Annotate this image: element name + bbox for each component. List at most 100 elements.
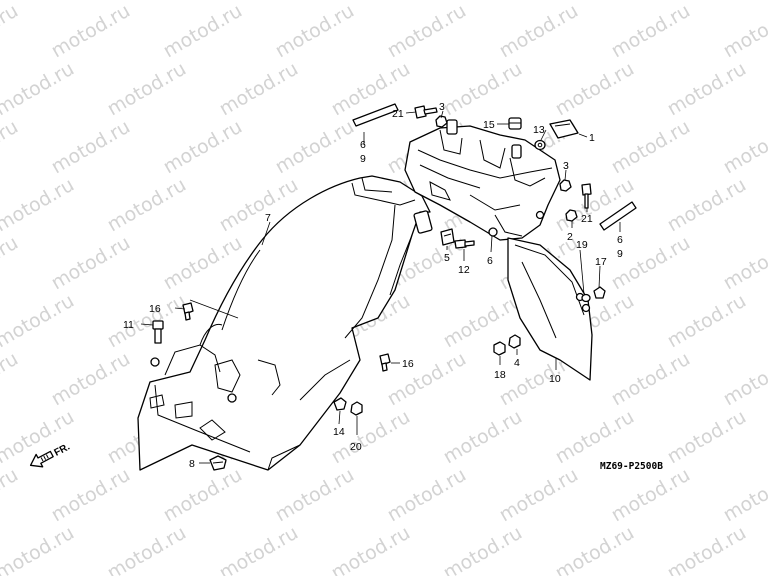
mud-flap-part-10 (507, 237, 593, 381)
callout-4: 4 (514, 357, 520, 369)
bolt-part-17 (593, 286, 606, 299)
watermark-text: motod.ru (664, 406, 750, 469)
collar-part-19 (581, 293, 591, 303)
watermark-text: motod.ru (272, 464, 358, 527)
watermark-text: motod.ru (104, 522, 190, 576)
direction-label: FR. (53, 441, 73, 458)
watermark-text: motod.ru (664, 174, 750, 237)
callout-3-right: 3 (563, 160, 569, 172)
watermark-text: motod.ru (720, 464, 768, 527)
watermark-text: motod.ru (720, 348, 768, 411)
nut-part-2 (565, 209, 578, 222)
bolt-part-21-top (414, 105, 438, 119)
callout-21-right: 21 (581, 213, 593, 225)
bolt-part-21-right (581, 183, 592, 209)
watermark-text: motod.ru (384, 0, 470, 62)
nut-part-20 (350, 401, 363, 416)
watermark-text: motod.ru (384, 348, 470, 411)
watermark-text: motod.ru (48, 0, 134, 62)
callout-13: 13 (533, 124, 545, 136)
nut-part-18 (493, 341, 506, 356)
callout-1: 1 (589, 132, 595, 144)
rear-fender-part-7 (137, 175, 433, 471)
watermark-text: motod.ru (48, 348, 134, 411)
watermark-text: motod.ru (0, 522, 78, 576)
watermark-text: motod.ru (0, 290, 78, 353)
watermark-text: motod.ru (104, 290, 190, 353)
callout-10: 10 (549, 373, 561, 385)
watermark-text: motod.ru (48, 116, 134, 179)
bolt-part-16-left (182, 302, 194, 321)
watermark-text: motod.ru (160, 0, 246, 62)
callout-19: 19 (576, 239, 588, 251)
watermark-text: motod.ru (608, 464, 694, 527)
bolt-part-16-right (379, 353, 391, 372)
grommet-part-13 (534, 139, 546, 151)
watermark-text: motod.ru (0, 174, 78, 237)
watermark-text: motod.ru (440, 522, 526, 576)
rear-frame-bracket-part-6 (404, 119, 561, 241)
watermark-text: motod.ru (440, 58, 526, 121)
watermark-text: motod.ru (720, 0, 768, 62)
callout-9-right: 9 (617, 248, 623, 260)
callout-17: 17 (595, 256, 607, 268)
watermark-text: motod.ru (664, 522, 750, 576)
watermark-text: motod.ru (552, 58, 638, 121)
callout-7: 7 (265, 212, 271, 224)
callout-labels: 7 16 11 16 8 6 9 21 3 15 13 1 3 21 2 6 9… (123, 101, 623, 470)
nut-part-4 (508, 334, 521, 349)
watermark-text: motod.ru (608, 116, 694, 179)
watermark-text: motod.ru (440, 406, 526, 469)
watermark-text: motod.ru (552, 522, 638, 576)
watermark-text: motod.ru (496, 464, 582, 527)
bolt-part-3-right (559, 179, 572, 192)
watermark-text: motod.ru (0, 116, 22, 179)
watermark-text: motod.ru (608, 0, 694, 62)
callout-20: 20 (350, 441, 362, 453)
callout-21-top: 21 (392, 108, 404, 120)
watermark-text: motod.ru (104, 58, 190, 121)
watermark-text: motod.ru (552, 406, 638, 469)
watermark-text: motod.ru (160, 116, 246, 179)
callout-9-left: 9 (360, 153, 366, 165)
bolt-part-12 (454, 239, 475, 249)
watermark-text: motod.ru (160, 464, 246, 527)
watermark-text: motod.ru (48, 464, 134, 527)
watermark-text: motod.ru (272, 116, 358, 179)
callout-3-top: 3 (439, 101, 445, 113)
watermark-text: motod.ru (216, 522, 302, 576)
watermark-text: motod.ru (48, 232, 134, 295)
bolt-part-14 (333, 397, 347, 411)
grommet-part-15 (508, 117, 522, 130)
watermark-text: motod.ru (608, 348, 694, 411)
watermark-text: motod.ru (0, 348, 22, 411)
watermark-text: motod.ru (0, 464, 22, 527)
callout-18: 18 (494, 369, 506, 381)
watermark-text: motod.ru (384, 464, 470, 527)
rod-part-9-right (599, 201, 637, 231)
watermark-text: motod.ru (328, 522, 414, 576)
watermark-text: motod.ru (272, 0, 358, 62)
callout-14: 14 (333, 426, 345, 438)
watermark-text: motod.ru (216, 58, 302, 121)
callout-15: 15 (483, 119, 495, 131)
watermark-text: motod.ru (720, 232, 768, 295)
watermark-text: motod.ru (664, 290, 750, 353)
watermark-text: motod.ru (664, 58, 750, 121)
bolt-part-3-top (435, 115, 448, 128)
callout-11: 11 (123, 319, 134, 331)
clip-part-5 (440, 228, 455, 246)
callout-16-left: 16 (149, 303, 161, 315)
figure-code: MZ69-P2500B (600, 461, 663, 472)
callout-6-right: 6 (617, 234, 623, 246)
rod-part-9-left (352, 103, 399, 127)
watermark-text: motod.ru (496, 0, 582, 62)
plate-part-1 (549, 119, 579, 139)
callout-6-left: 6 (360, 139, 366, 151)
watermark-text: motod.ru (720, 116, 768, 179)
watermark-text: motod.ru (0, 232, 22, 295)
callout-5: 5 (444, 252, 450, 264)
callout-12: 12 (458, 264, 470, 276)
